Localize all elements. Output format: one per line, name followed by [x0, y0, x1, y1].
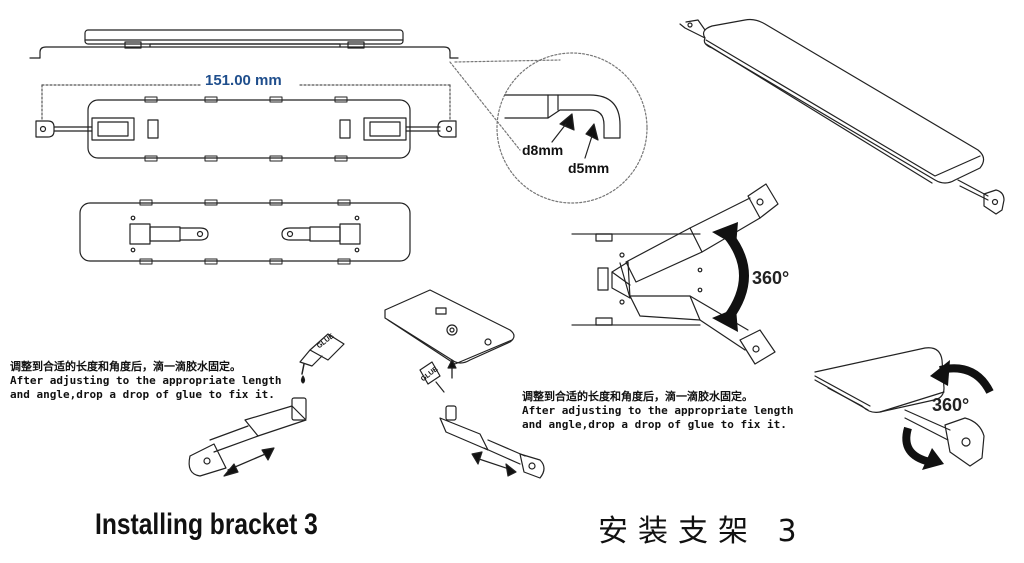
- fixture-perspective-view: [679, 18, 1005, 215]
- instruction-en: After adjusting to the appropriate lengt…: [522, 404, 794, 431]
- rotation-label-top: 360°: [752, 268, 790, 288]
- rotation-label-bottom: 360°: [932, 395, 970, 415]
- fixture-top-view-folded: [79, 199, 411, 265]
- fixture-side-view: [29, 29, 459, 59]
- instruction-note-left: 调整到合适的长度和角度后，滴一滴胶水固定。 After adjusting to…: [10, 360, 300, 402]
- glue-step-middle: [384, 289, 545, 479]
- title-chinese: 安装支架 3: [598, 514, 807, 549]
- instruction-cn: 调整到合适的长度和角度后，滴一滴胶水固定。: [522, 390, 753, 403]
- dimension-label: 151.00 mm: [205, 72, 282, 89]
- instruction-cn: 调整到合适的长度和角度后，滴一滴胶水固定。: [10, 360, 241, 373]
- bend-detail-zoom: [449, 52, 648, 204]
- rotation-top-view: [571, 183, 779, 365]
- bend-outer-label: d8mm: [522, 142, 564, 158]
- instruction-note-right: 调整到合适的长度和角度后，滴一滴胶水固定。 After adjusting to…: [522, 390, 812, 432]
- dimension-line: [41, 84, 451, 121]
- glue-step-left: [188, 333, 345, 477]
- rotation-closeup-view: [814, 347, 994, 470]
- title-english: Installing bracket 3: [95, 508, 318, 541]
- bend-inner-label: d5mm: [568, 160, 610, 176]
- instruction-en: After adjusting to the appropriate lengt…: [10, 374, 282, 401]
- fixture-top-view-extended: [35, 96, 457, 162]
